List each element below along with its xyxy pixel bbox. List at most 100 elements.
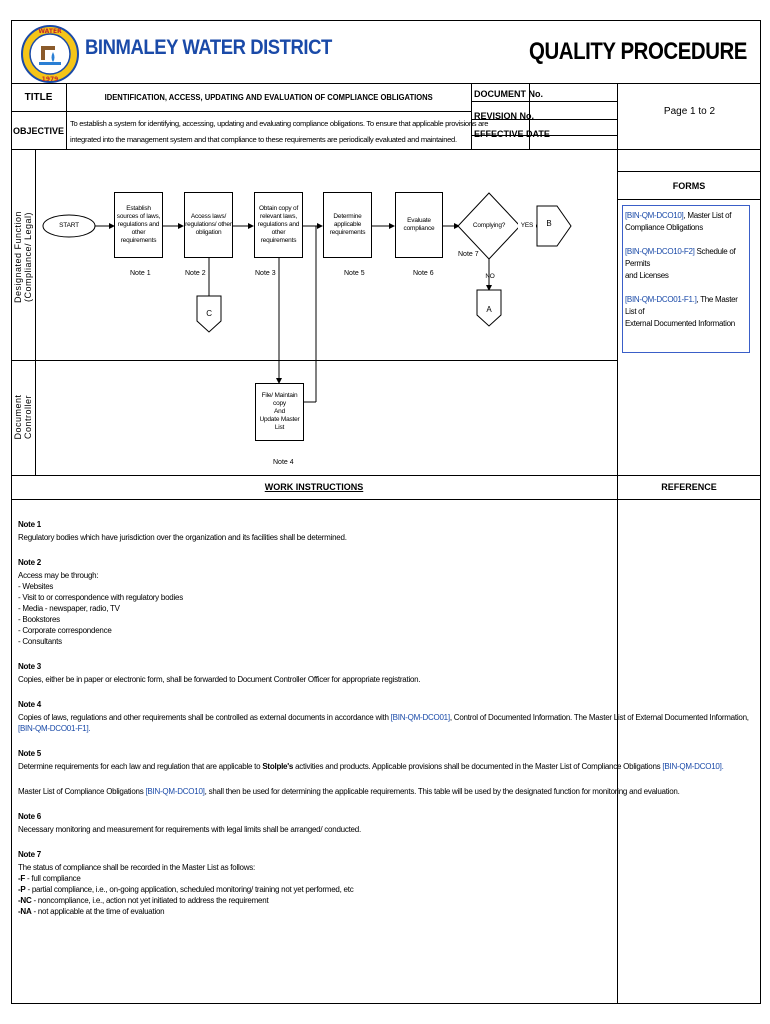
wi-note4-text-a: Copies of laws, regulations and other re…	[18, 713, 391, 722]
wi-note6-title: Note 6	[18, 812, 41, 821]
wi-note2-line2: - Websites	[18, 582, 54, 591]
info-block: TITLE IDENTIFICATION, ACCESS, UPDATING A…	[11, 84, 761, 150]
wi-note5b-link[interactable]: [BIN-QM-DCO10]	[145, 787, 205, 796]
wi-note7-nc-code: -NC	[18, 896, 32, 905]
form-dco01-f1-title: , The Master List of	[625, 295, 738, 316]
flowchart: Designated Function (Compliance/ Legal) …	[11, 150, 761, 476]
reference-heading: REFERENCE	[661, 482, 717, 492]
wi-note5b-text-b: , shall then be used for determining the…	[204, 787, 680, 796]
wi-note4-link2[interactable]: [BIN-QM-DCO01-F1].	[18, 724, 91, 733]
revision-value	[530, 102, 617, 120]
doc-no-value	[530, 84, 617, 102]
document-type: QUALITY PROCEDURE	[529, 38, 747, 65]
form-dco10-title: , Master List of	[683, 211, 732, 220]
form-link-dco10-f2[interactable]: [BIN-QM-DCO10-F2]	[625, 247, 695, 256]
wi-note7-nc-text: - noncompliance, i.e., action not yet in…	[31, 896, 269, 905]
wi-note3-title: Note 3	[18, 662, 41, 671]
note-2-label: Note 2	[185, 270, 206, 277]
wi-note5-text-b: activities and products. Applicable prov…	[293, 762, 663, 771]
note-6-label: Note 6	[413, 270, 434, 277]
doc-no-label: DOCUMENT No.	[474, 89, 543, 99]
note-4-label: Note 4	[273, 459, 294, 466]
wi-note7-p-text: - partial compliance, i.e., on-going app…	[25, 885, 354, 894]
header: WATER 1979 BINMALEY WATER DISTRICT QUALI…	[11, 20, 761, 84]
step-file-maintain-line2: And	[274, 408, 285, 415]
form-dco10-f2-title: Schedule of Permits	[625, 247, 736, 268]
wi-note3-text: Copies, either be in paper or electronic…	[18, 675, 421, 684]
step-file-maintain: File/ Maintain copy And Update Master Li…	[255, 383, 304, 441]
wi-note5-text-a: Determine requirements for each law and …	[18, 762, 263, 771]
step-file-maintain-line3: Update Master List	[259, 416, 300, 431]
logo-icon: WATER 1979	[21, 25, 79, 83]
note-1-label: Note 1	[130, 270, 151, 277]
svg-text:1979: 1979	[42, 76, 59, 83]
effective-date-value	[530, 120, 617, 136]
connector-b: B	[546, 219, 552, 228]
wi-note5-title: Note 5	[18, 749, 41, 758]
step-evaluate-compliance: Evaluate compliance	[395, 192, 443, 258]
wi-note7-na-text: - not applicable at the time of evaluati…	[31, 907, 165, 916]
step-determine-requirements: Determine applicable requirements	[323, 192, 372, 258]
flow-lines	[42, 192, 572, 403]
wi-note2-line3: - Visit to or correspondence with regula…	[18, 593, 183, 602]
yes-label: YES	[518, 222, 536, 230]
wi-note2-line6: - Corporate correspondence	[18, 626, 112, 635]
wi-note5-bold: Stolple's	[262, 762, 294, 771]
wi-note7-p-code: -P	[18, 885, 26, 894]
wi-note5b-text-a: Master List of Compliance Obligations	[18, 787, 146, 796]
step-establish-sources-label: Establish sources of laws, regulations a…	[116, 205, 161, 244]
step-obtain-copy-label: Obtain copy of relevant laws, regulation…	[257, 205, 300, 244]
form-link-dco10[interactable]: [BIN-QM-DCO10]	[625, 211, 684, 220]
step-determine-requirements-label: Determine applicable requirements	[329, 213, 366, 236]
step-obtain-copy: Obtain copy of relevant laws, regulation…	[254, 192, 303, 258]
objective-line2: integrated into the management system an…	[70, 135, 457, 144]
wi-note1-title: Note 1	[18, 520, 41, 529]
wi-note1-text: Regulatory bodies which have jurisdictio…	[18, 533, 347, 542]
title-value: IDENTIFICATION, ACCESS, UPDATING AND EVA…	[104, 93, 434, 102]
note-5-label: Note 5	[344, 270, 365, 277]
effective-date-label: EFFECTIVE DATE	[474, 129, 550, 139]
connector-c: C	[206, 309, 212, 318]
wi-note2-line4: - Media - newspaper, radio, TV	[18, 604, 120, 613]
page-frame	[11, 20, 761, 1004]
page-number: Page 1 to 2	[663, 106, 716, 117]
step-file-maintain-line1: File/ Maintain copy	[261, 392, 298, 407]
work-instructions: Note 1 Regulatory bodies which have juri…	[18, 519, 749, 917]
svg-text:WATER: WATER	[38, 28, 62, 35]
wi-note7-title: Note 7	[18, 850, 41, 859]
wi-note5-link[interactable]: [BIN-QM-DCO10].	[662, 762, 724, 771]
objective-label: OBJECTIVE	[12, 126, 64, 136]
wi-note7-f-text: - full compliance	[25, 874, 81, 883]
step-access-laws: Access laws/ regulations/ other obligati…	[184, 192, 233, 258]
wi-note2-title: Note 2	[18, 558, 41, 567]
revision-label: REVISION No.	[474, 111, 535, 121]
start-terminator: START	[59, 222, 79, 229]
forms-heading: FORMS	[672, 180, 706, 191]
wi-note2-line1: Access may be through:	[18, 571, 99, 580]
decision-complying: Complying?	[472, 222, 506, 229]
note-7-label: Note 7	[458, 251, 479, 258]
company-name: BINMALEY WATER DISTRICT	[85, 36, 332, 59]
note-3-label: Note 3	[255, 270, 276, 277]
wi-note7-line1: The status of compliance shall be record…	[18, 863, 255, 872]
connector-a: A	[486, 305, 492, 314]
wi-note7-na-code: -NA	[18, 907, 32, 916]
step-access-laws-label: Access laws/ regulations/ other obligati…	[185, 213, 232, 236]
form-link-dco01-f1[interactable]: [BIN-QM-DCO01-F1.]	[625, 295, 697, 304]
title-label: TITLE	[24, 92, 53, 103]
wi-note7-f-code: -F	[18, 874, 26, 883]
wi-note6-text: Necessary monitoring and measurement for…	[18, 825, 361, 834]
wi-note2-line7: - Consultants	[18, 637, 62, 646]
wi-note2-line5: - Bookstores	[18, 615, 60, 624]
wi-note4-text-b: , Control of Documented Information. The…	[449, 713, 749, 722]
form-dco10-title-l2: Compliance Obligations	[625, 223, 703, 232]
wi-note4-link1[interactable]: [BIN-QM-DCO01]	[390, 713, 450, 722]
step-establish-sources: Establish sources of laws, regulations a…	[114, 192, 163, 258]
form-dco01-f1-title-l2: External Documented Information	[625, 319, 735, 328]
wi-note4-title: Note 4	[18, 700, 41, 709]
forms-list: [BIN-QM-DCO10], Master List of Complianc…	[622, 205, 750, 353]
step-evaluate-compliance-label: Evaluate compliance	[403, 217, 435, 232]
work-instructions-heading: WORK INSTRUCTIONS	[264, 482, 364, 492]
objective-line1: To establish a system for identifying, a…	[70, 119, 489, 128]
no-label: NO	[485, 273, 495, 280]
